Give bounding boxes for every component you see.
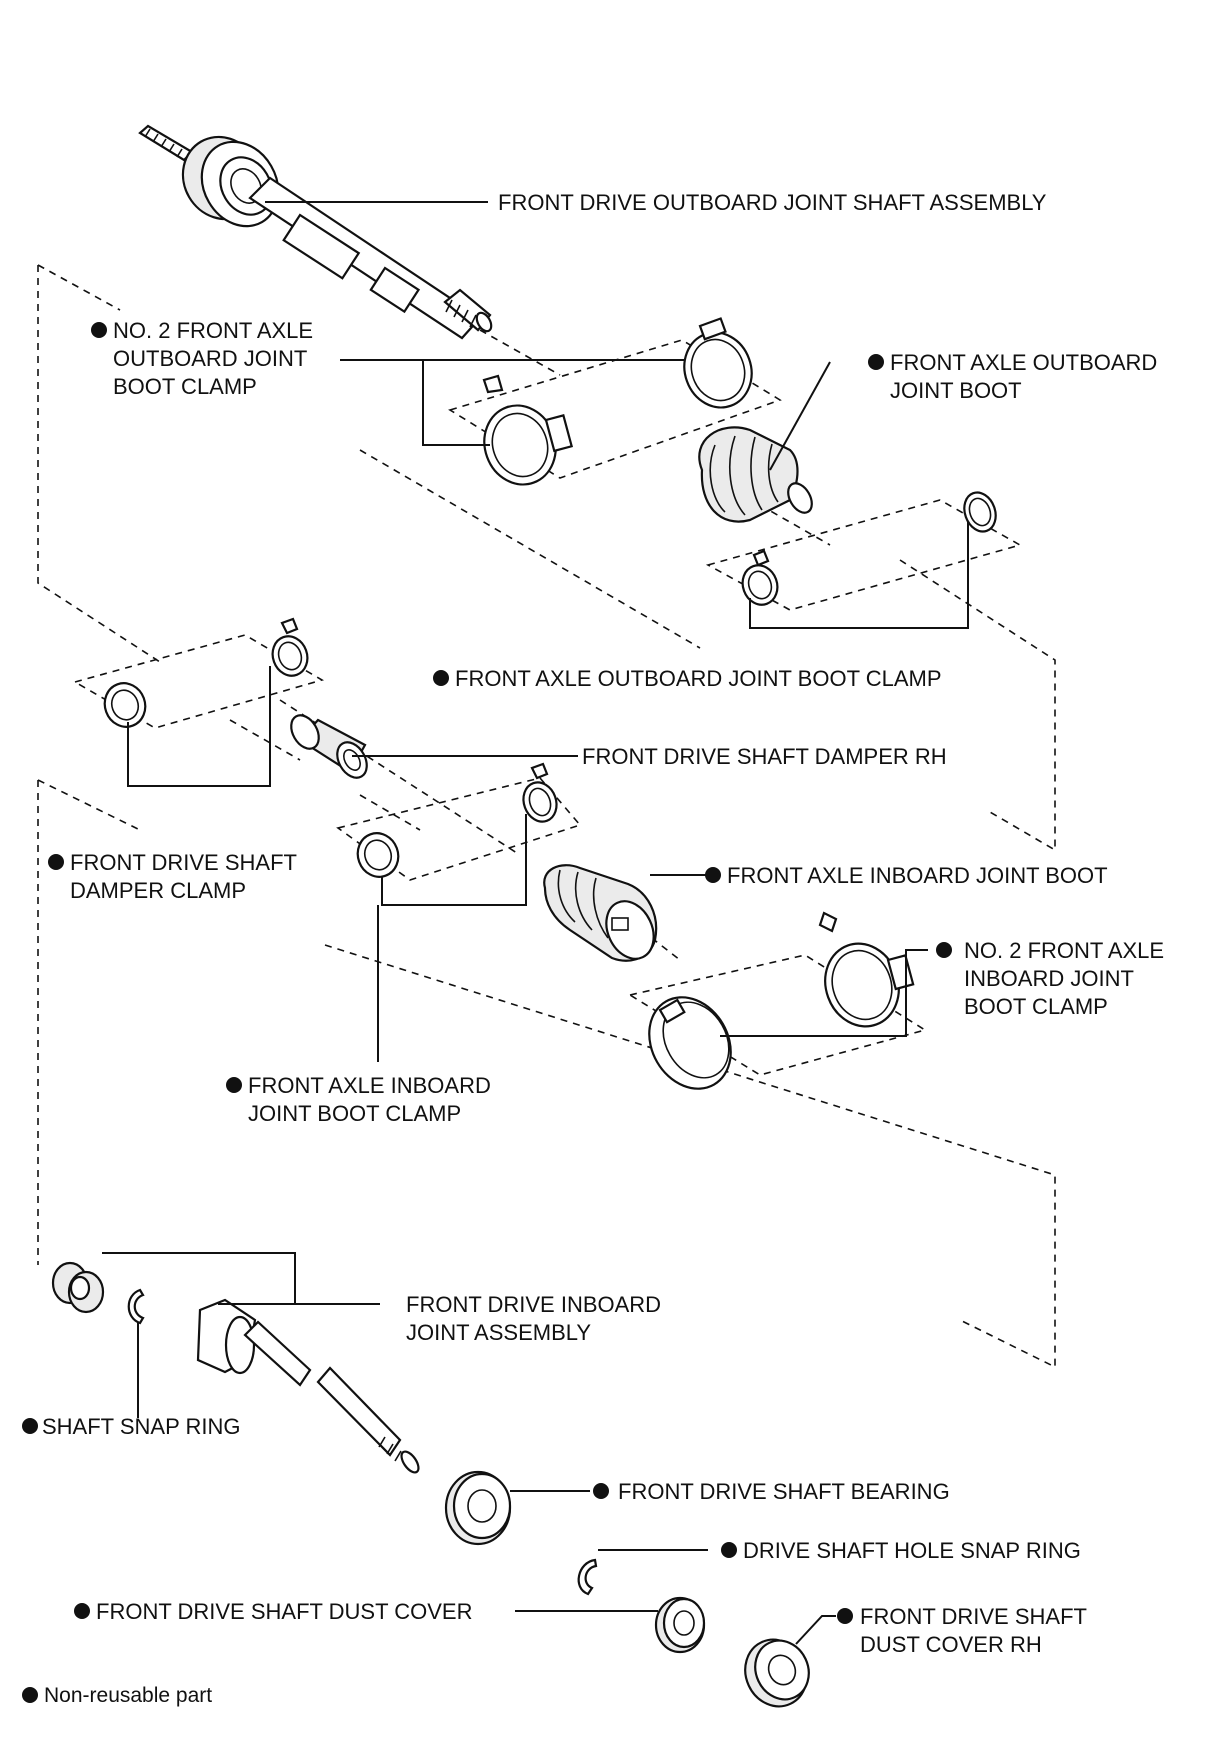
damper-rh-part	[290, 714, 368, 779]
non-reusable-marker	[91, 322, 107, 338]
label-inboard-joint-assembly-line1: FRONT DRIVE INBOARD	[406, 1292, 661, 1317]
hole-snap-ring-part	[577, 1558, 598, 1596]
non-reusable-marker	[593, 1483, 609, 1499]
non-reusable-marker	[705, 867, 721, 883]
label-outboard-boot-clamp: FRONT AXLE OUTBOARD JOINT BOOT CLAMP	[455, 666, 942, 691]
non-reusable-marker	[74, 1603, 90, 1619]
dust-cover-rh-part	[744, 1638, 810, 1708]
non-reusable-marker	[837, 1608, 853, 1624]
label-shaft-snap-ring: SHAFT SNAP RING	[42, 1414, 240, 1439]
label-no2-outboard-clamp-line1: NO. 2 FRONT AXLE	[113, 318, 313, 343]
damper-clamp-parts	[103, 617, 309, 728]
label-hole-snap-ring: DRIVE SHAFT HOLE SNAP RING	[743, 1538, 1081, 1563]
label-dust-cover-rh-line1: FRONT DRIVE SHAFT	[860, 1604, 1087, 1629]
non-reusable-marker	[226, 1077, 242, 1093]
outboard-joint-shaft-assembly	[138, 124, 493, 340]
label-outboard-boot-line2: JOINT BOOT	[890, 378, 1022, 403]
label-dust-cover: FRONT DRIVE SHAFT DUST COVER	[96, 1599, 473, 1624]
label-inboard-joint-assembly-line2: JOINT ASSEMBLY	[406, 1320, 591, 1345]
label-no2-inboard-clamp-line1: NO. 2 FRONT AXLE	[964, 938, 1164, 963]
callout-labels: FRONT DRIVE OUTBOARD JOINT SHAFT ASSEMBL…	[22, 190, 1164, 1657]
label-inboard-boot-clamp-line1: FRONT AXLE INBOARD	[248, 1073, 491, 1098]
dust-cover-part	[654, 1596, 706, 1654]
label-damper-rh: FRONT DRIVE SHAFT DAMPER RH	[582, 744, 947, 769]
label-damper-clamp-line2: DAMPER CLAMP	[70, 878, 246, 903]
label-inboard-boot: FRONT AXLE INBOARD JOINT BOOT	[727, 863, 1108, 888]
label-no2-outboard-clamp-line2: OUTBOARD JOINT	[113, 346, 307, 371]
label-dust-cover-rh-line2: DUST COVER RH	[860, 1632, 1042, 1657]
no2-inboard-boot-clamp-parts	[648, 911, 915, 1090]
label-inboard-boot-clamp-line2: JOINT BOOT CLAMP	[248, 1101, 461, 1126]
non-reusable-marker	[433, 670, 449, 686]
shaft-bearing-part	[444, 1470, 512, 1546]
inboard-joint-assembly-parts	[51, 1261, 420, 1474]
label-no2-inboard-clamp-line3: BOOT CLAMP	[964, 994, 1108, 1019]
outboard-joint-boot-part	[698, 426, 813, 523]
inboard-joint-boot-part	[543, 864, 658, 962]
legend-marker	[22, 1687, 38, 1703]
outboard-joint-boot-clamp-parts	[741, 491, 997, 606]
non-reusable-marker	[936, 942, 952, 958]
non-reusable-marker	[22, 1418, 38, 1434]
non-reusable-marker	[48, 854, 64, 870]
label-no2-outboard-clamp-line3: BOOT CLAMP	[113, 374, 257, 399]
leader-lines	[102, 201, 969, 1645]
label-outboard-boot-line1: FRONT AXLE OUTBOARD	[890, 350, 1157, 375]
label-damper-clamp-line1: FRONT DRIVE SHAFT	[70, 850, 297, 875]
label-shaft-bearing: FRONT DRIVE SHAFT BEARING	[618, 1479, 950, 1504]
label-outboard-shaft-assembly: FRONT DRIVE OUTBOARD JOINT SHAFT ASSEMBL…	[498, 190, 1047, 215]
label-no2-inboard-clamp-line2: INBOARD JOINT	[964, 966, 1134, 991]
non-reusable-marker	[868, 354, 884, 370]
non-reusable-marker	[721, 1542, 737, 1558]
no2-outboard-boot-clamp-parts	[482, 317, 753, 486]
legend-text: Non-reusable part	[44, 1684, 212, 1707]
shaft-snap-ring-part	[127, 1288, 145, 1325]
inboard-boot-clamp-parts	[356, 762, 558, 878]
legend: Non-reusable part	[22, 1684, 212, 1707]
